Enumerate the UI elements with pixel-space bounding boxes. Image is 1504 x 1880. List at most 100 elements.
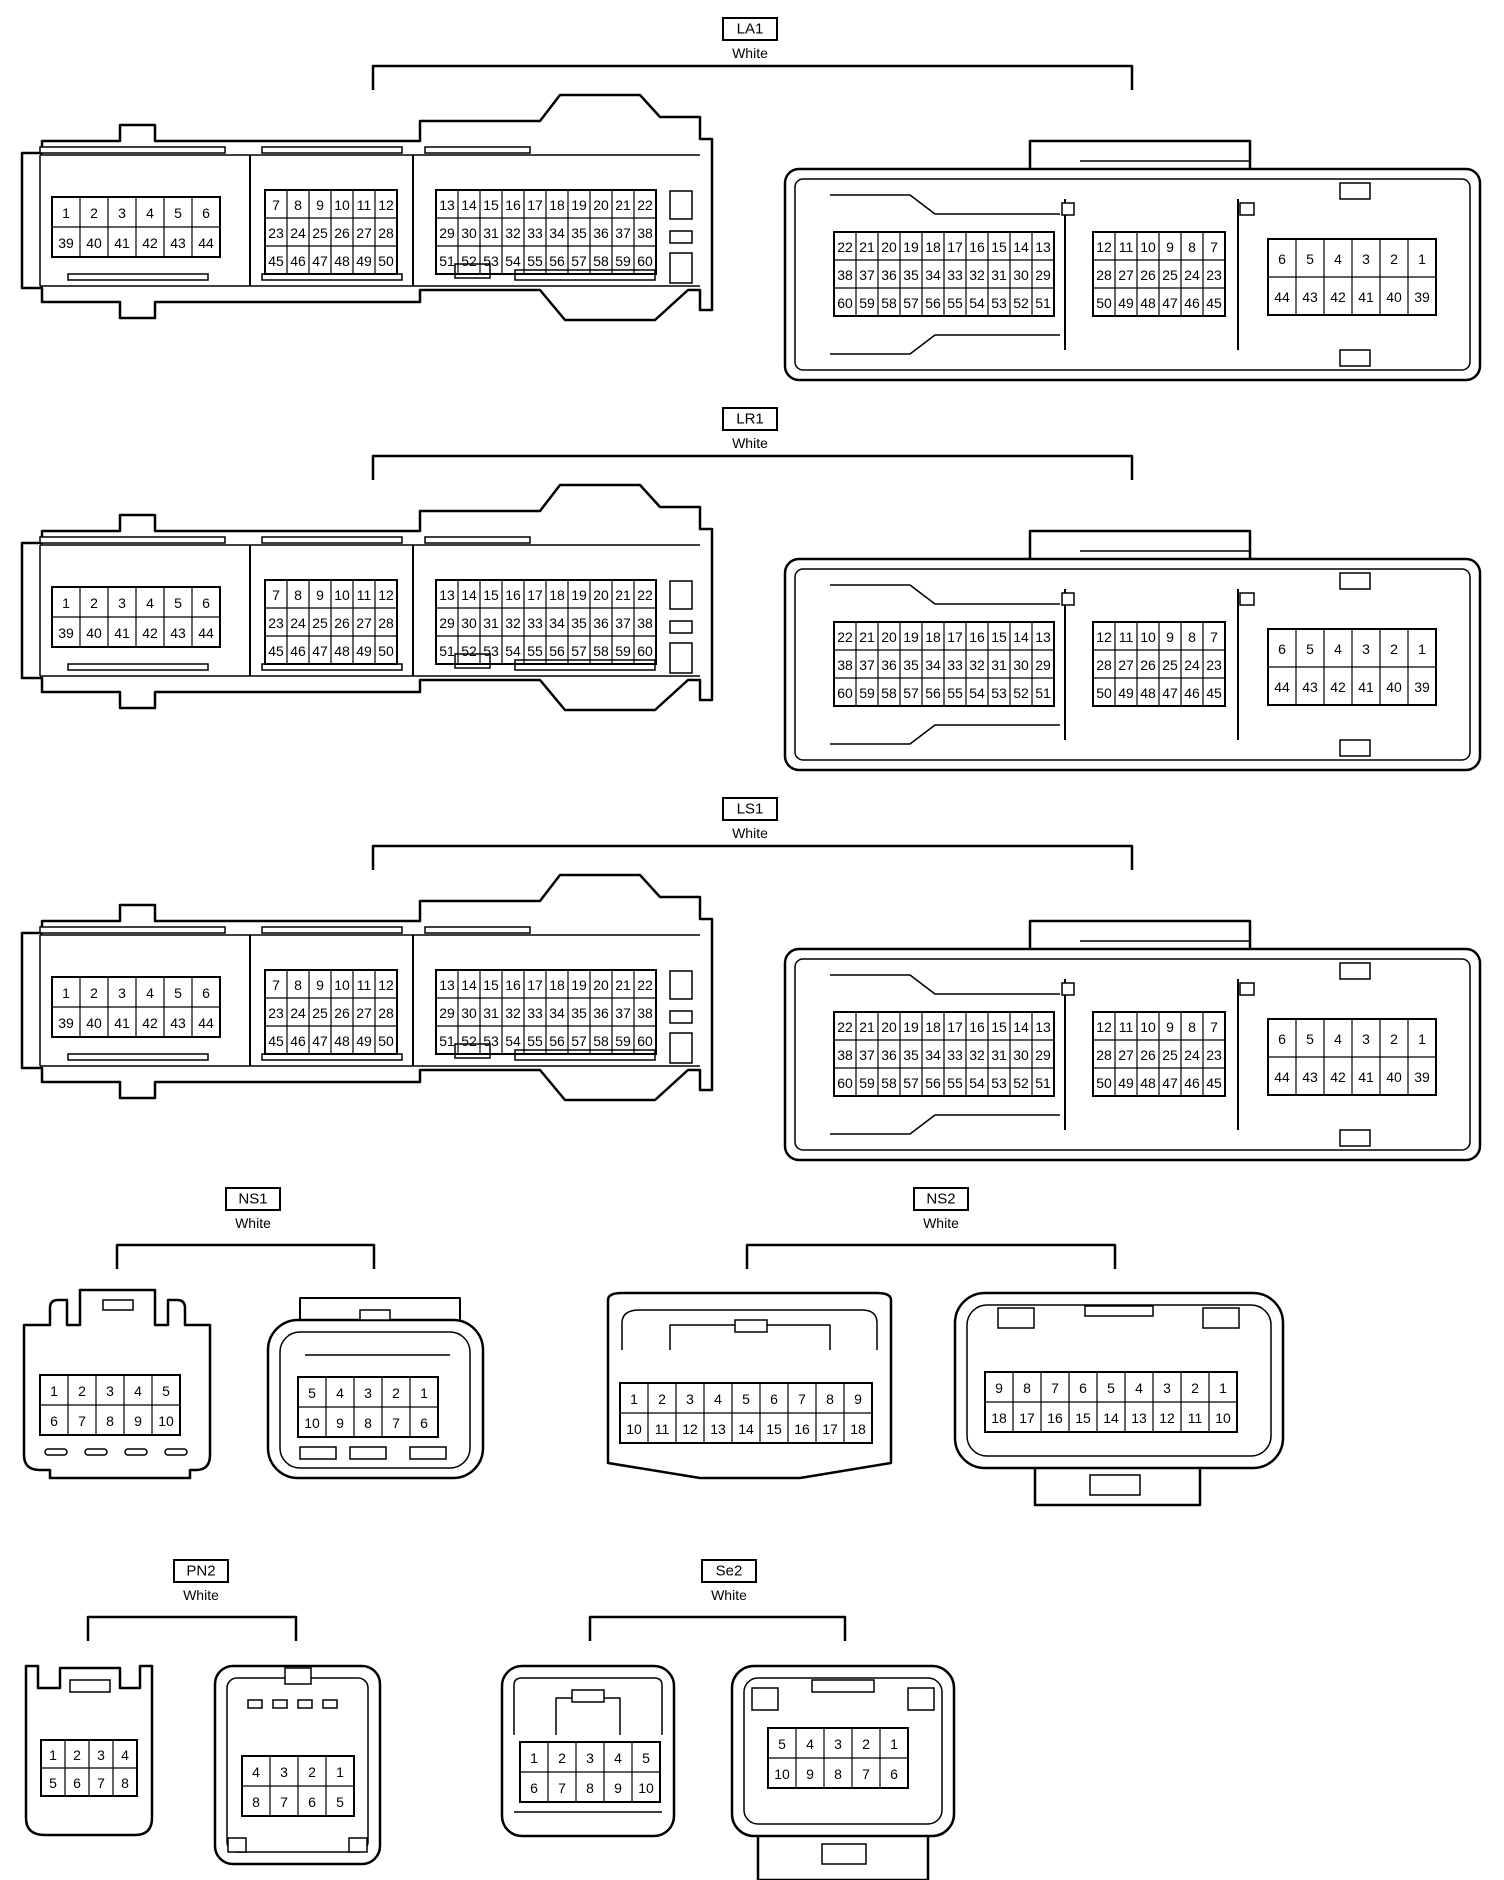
pin-number: 9	[854, 1391, 862, 1407]
pin-number: 11	[1119, 629, 1134, 645]
side-key	[669, 1010, 693, 1024]
pin-number: 47	[1162, 685, 1178, 701]
pin-number: 53	[991, 685, 1007, 701]
pin-number: 22	[637, 587, 653, 603]
pin-number: 9	[336, 1415, 344, 1431]
male-shell	[20, 483, 714, 712]
pin-number: 23	[1206, 1047, 1222, 1063]
pin-number: 2	[1390, 1031, 1398, 1047]
pin-number: 52	[1013, 295, 1029, 311]
pin-number: 22	[837, 1019, 853, 1035]
pin-number: 40	[86, 625, 102, 641]
pin-number: 11	[357, 587, 372, 603]
pin-number: 1	[62, 595, 70, 611]
pin-number: 26	[334, 1005, 350, 1021]
side-key	[669, 230, 693, 244]
pin-number: 3	[1362, 1031, 1370, 1047]
pin-number: 38	[837, 1047, 853, 1063]
connector-bracket	[115, 1243, 376, 1269]
connector-id-box	[722, 407, 778, 431]
pin-number: 4	[146, 595, 154, 611]
pin-number: 50	[378, 253, 394, 269]
female-lock	[756, 1836, 930, 1880]
pin-number: 33	[527, 225, 543, 241]
pin-number: 32	[505, 225, 521, 241]
pin-number: 18	[925, 1019, 941, 1035]
contact-slot	[44, 1448, 68, 1456]
pin-number: 7	[798, 1391, 806, 1407]
pin-number: 40	[1386, 679, 1402, 695]
pin-number: 42	[142, 1015, 158, 1031]
pin-number: 6	[1278, 1031, 1286, 1047]
pin-number: 36	[881, 1047, 897, 1063]
pin-number: 6	[1079, 1380, 1087, 1396]
pin-number: 44	[198, 1015, 214, 1031]
connector-id: LS1	[737, 801, 764, 818]
pin-number: 30	[1013, 267, 1029, 283]
pin-number: 3	[106, 1383, 114, 1399]
side-key	[669, 580, 693, 610]
connector-id-box	[913, 1187, 969, 1211]
pin-number: 39	[1414, 1069, 1430, 1085]
pin-number: 6	[530, 1780, 538, 1796]
latch	[102, 1299, 134, 1311]
contact-slot	[409, 1446, 447, 1460]
pin-number: 17	[527, 977, 543, 993]
pin-number: 60	[837, 295, 853, 311]
pin-number: 14	[461, 587, 477, 603]
pin-number: 2	[1390, 641, 1398, 657]
pin-number: 46	[290, 253, 306, 269]
pin-number: 12	[378, 977, 394, 993]
latch	[69, 1679, 111, 1693]
latch-slot	[1339, 349, 1371, 367]
pin-number: 49	[356, 1033, 372, 1049]
pin-number: 19	[571, 977, 587, 993]
pin-number: 41	[114, 1015, 130, 1031]
pin-number: 47	[1162, 1075, 1178, 1091]
pin-number: 4	[1334, 641, 1342, 657]
male-lock	[555, 1697, 621, 1735]
female-inner	[743, 1677, 943, 1825]
pin-number: 26	[1140, 267, 1156, 283]
pin-number: 7	[1210, 629, 1218, 645]
pin-number: 58	[593, 643, 609, 659]
pin-number: 58	[881, 685, 897, 701]
pin-number: 1	[1418, 641, 1426, 657]
pin-number: 19	[903, 1019, 919, 1035]
pin-number: 8	[1023, 1380, 1031, 1396]
pin-number: 5	[308, 1385, 316, 1401]
pin-number: 1	[49, 1747, 57, 1763]
pin-number: 32	[969, 267, 985, 283]
pin-number: 13	[710, 1421, 726, 1437]
female-shell	[783, 167, 1482, 382]
connector-color: White	[732, 435, 768, 451]
pin-number: 60	[837, 685, 853, 701]
pin-number: 9	[1166, 1019, 1174, 1035]
pin-number: 57	[903, 685, 919, 701]
connector-bracket	[86, 1615, 298, 1641]
pin-number: 41	[114, 625, 130, 641]
pin-number: 30	[1013, 657, 1029, 673]
index-key	[1061, 202, 1075, 216]
male-shell	[24, 1664, 154, 1837]
pin-number: 8	[834, 1766, 842, 1782]
pin-number: 50	[378, 1033, 394, 1049]
latch-slot	[261, 926, 403, 934]
pin-number: 34	[925, 1047, 941, 1063]
pin-number: 37	[615, 1005, 631, 1021]
pin-number: 1	[630, 1391, 638, 1407]
pin-number: 23	[1206, 657, 1222, 673]
pin-number: 5	[1306, 641, 1314, 657]
pin-number: 24	[290, 1005, 306, 1021]
contact-slot	[164, 1448, 188, 1456]
pin-number: 1	[420, 1385, 428, 1401]
female-contour	[830, 194, 1060, 215]
